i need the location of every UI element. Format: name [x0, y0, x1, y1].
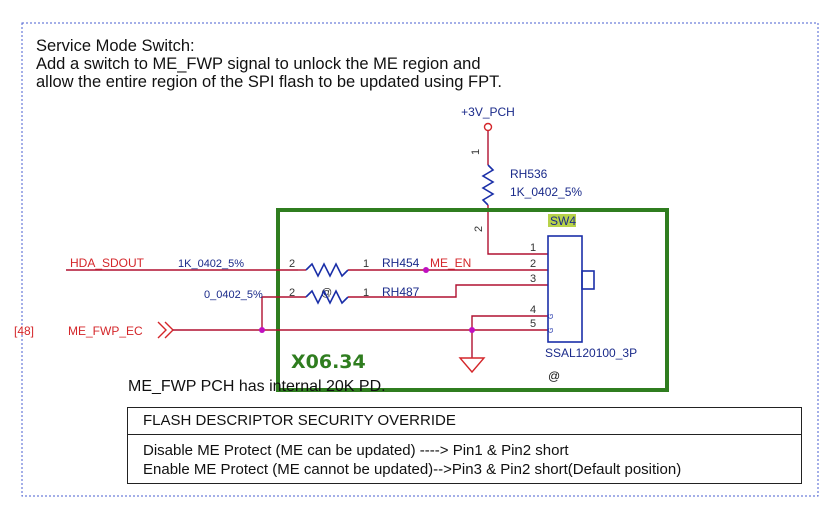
rh454-value: 1K_0402_5%	[178, 258, 244, 270]
note-line-2: allow the entire region of the SPI flash…	[36, 73, 502, 91]
rh536-value: 1K_0402_5%	[510, 185, 582, 199]
rh454-pin-left: 2	[289, 258, 295, 270]
sw4-assembly-mark: @	[548, 369, 560, 383]
sw4-actuator	[581, 270, 595, 290]
rh536-pin-bottom: 2	[473, 226, 485, 232]
security-override-row-disable: Disable ME Protect (ME can be updated) -…	[143, 442, 569, 459]
security-override-row-enable: Enable ME Protect (ME cannot be updated)…	[143, 461, 682, 478]
rh536-refdes: RH536	[510, 167, 548, 181]
pull-down-note: ME_FWP PCH has internal 20K PD.	[128, 378, 386, 395]
wire-rh536-to-sw-pin1	[487, 205, 548, 255]
junction-me-en	[423, 267, 429, 273]
junction-me-fwp-ec	[259, 327, 265, 333]
wire-rh487-to-sw-pin3	[348, 284, 548, 298]
sheet-reference: [48]	[14, 324, 34, 338]
sw4-ground-tab-1: G	[548, 314, 555, 319]
rh536-pin-top: 1	[470, 149, 482, 155]
rh454-pin-right: 1	[363, 258, 369, 270]
rh536-resistor	[481, 164, 495, 206]
sw4-part-number: SSAL120100_3P	[545, 346, 637, 360]
rh487-refdes: RH487	[382, 285, 420, 299]
sw4-ground-tab-2: G	[548, 328, 555, 333]
wire-me-fwp-to-rh487	[261, 296, 306, 330]
sw4-pin-2: 2	[530, 258, 536, 270]
net-label-me-en: ME_EN	[430, 256, 471, 270]
sw4-refdes-highlight	[548, 214, 576, 227]
note-line-1: Add a switch to ME_FWP signal to unlock …	[36, 55, 481, 73]
rh487-assembly-mark: @	[321, 287, 332, 299]
sw4-pin-3: 3	[530, 273, 536, 285]
input-port-arrow-1	[157, 321, 167, 339]
rh487-value: 0_0402_5%	[204, 289, 263, 301]
sw4-pin-4: 4	[530, 304, 536, 316]
power-rail-label: +3V_PCH	[461, 105, 515, 119]
change-id-label: X06.34	[291, 351, 366, 373]
sw4-body	[547, 235, 583, 343]
ground-symbol	[458, 357, 486, 374]
sw4-refdes: SW4	[550, 214, 576, 228]
security-override-table: FLASH DESCRIPTOR SECURITY OVERRIDE Disab…	[127, 407, 802, 484]
sw4-pin-1: 1	[530, 242, 536, 254]
rh487-pin-right: 1	[363, 287, 369, 299]
security-override-header: FLASH DESCRIPTOR SECURITY OVERRIDE	[128, 408, 801, 435]
rh487-resistor	[305, 289, 349, 305]
page-border	[21, 22, 819, 497]
rh487-pin-left: 2	[289, 287, 295, 299]
power-port-symbol	[483, 122, 493, 132]
rh454-refdes: RH454	[382, 256, 420, 270]
net-label-me-fwp-ec: ME_FWP_EC	[68, 324, 143, 338]
change-highlight-box	[276, 208, 669, 392]
sw4-pin-5: 5	[530, 318, 536, 330]
net-label-hda-sdout: HDA_SDOUT	[70, 256, 145, 270]
note-title: Service Mode Switch:	[36, 37, 195, 55]
rh454-resistor	[305, 262, 349, 278]
wire-sw-pin4-to-ground	[471, 315, 548, 358]
junction-ground	[469, 327, 475, 333]
